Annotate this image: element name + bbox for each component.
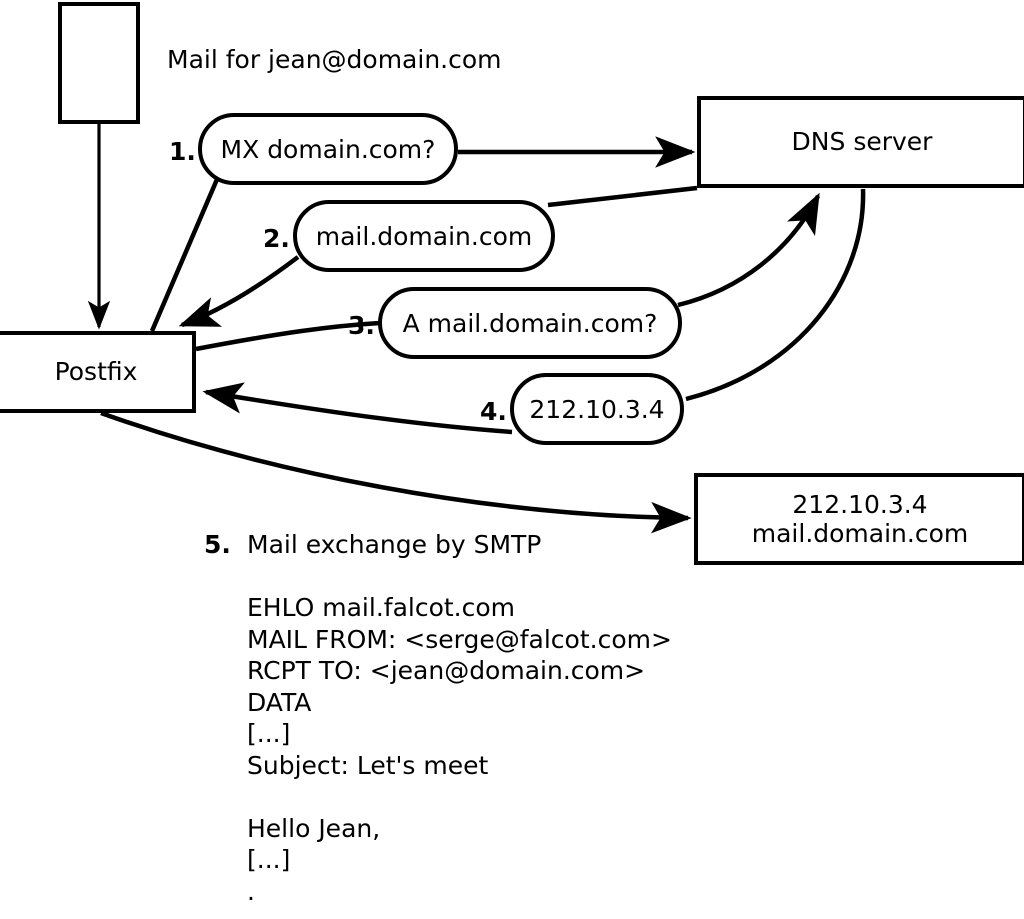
message-bubble-mx-query[interactable]: MX domain.com?: [198, 113, 458, 185]
postfix-box[interactable]: Postfix: [0, 331, 196, 413]
transcript-line: EHLO mail.falcot.com: [247, 593, 516, 622]
transcript-line: [...]: [247, 719, 291, 748]
message-bubble-a-reply-label: 212.10.3.4: [529, 394, 665, 424]
message-bubble-mx-query-label: MX domain.com?: [220, 134, 436, 164]
step-number-2: 2.: [263, 224, 290, 253]
message-bubble-mx-reply-label: mail.domain.com: [315, 221, 533, 251]
step-number-1: 1.: [169, 137, 196, 166]
connector-dns-to-reply2: [547, 185, 698, 208]
step-number-5: 5.: [204, 530, 231, 559]
transcript-line: Hello Jean,: [247, 813, 381, 843]
message-bubble-a-query-label: A mail.domain.com?: [402, 308, 658, 338]
mail-server-ip-label: 212.10.3.4: [792, 489, 928, 519]
transcript-line: RCPT TO: <jean@domain.com>: [247, 656, 646, 685]
transcript-line: MAIL FROM: <serge@falcot.com>: [247, 624, 672, 654]
diagram-title: Mail for jean@domain.com: [167, 45, 502, 74]
connector-postfix-to-mailserver: [100, 410, 692, 534]
transcript-line: [247, 781, 672, 813]
transcript-line: [...]: [247, 845, 291, 874]
step-number-3: 3.: [348, 311, 375, 340]
message-bubble-a-query[interactable]: A mail.domain.com?: [378, 287, 682, 359]
mail-server-box[interactable]: 212.10.3.4 mail.domain.com: [694, 473, 1024, 565]
connector-dns-to-reply4: [685, 188, 866, 402]
connector-reply4-to-postfix: [202, 382, 513, 435]
connector-postfix-to-query1: [149, 176, 221, 332]
connector-postfix-to-query3: [195, 320, 381, 352]
dns-server-label: DNS server: [791, 127, 933, 157]
postfix-box-label: Postfix: [54, 357, 138, 387]
client-box[interactable]: [58, 2, 140, 124]
dns-server-box[interactable]: DNS server: [697, 96, 1024, 188]
mail-server-host-label: mail.domain.com: [751, 519, 969, 548]
message-bubble-mx-reply[interactable]: mail.domain.com: [293, 200, 555, 272]
connector-reply2-to-postfix: [178, 255, 300, 328]
transcript-line: DATA: [247, 687, 312, 717]
transcript-line: .: [247, 876, 255, 906]
transcript-line: Subject: Let's meet: [247, 750, 489, 780]
message-bubble-a-reply[interactable]: 212.10.3.4: [510, 373, 684, 445]
connector-query3-to-dns: [677, 192, 820, 308]
step-number-4: 4.: [480, 397, 507, 426]
smtp-step-label: Mail exchange by SMTP: [247, 530, 542, 559]
